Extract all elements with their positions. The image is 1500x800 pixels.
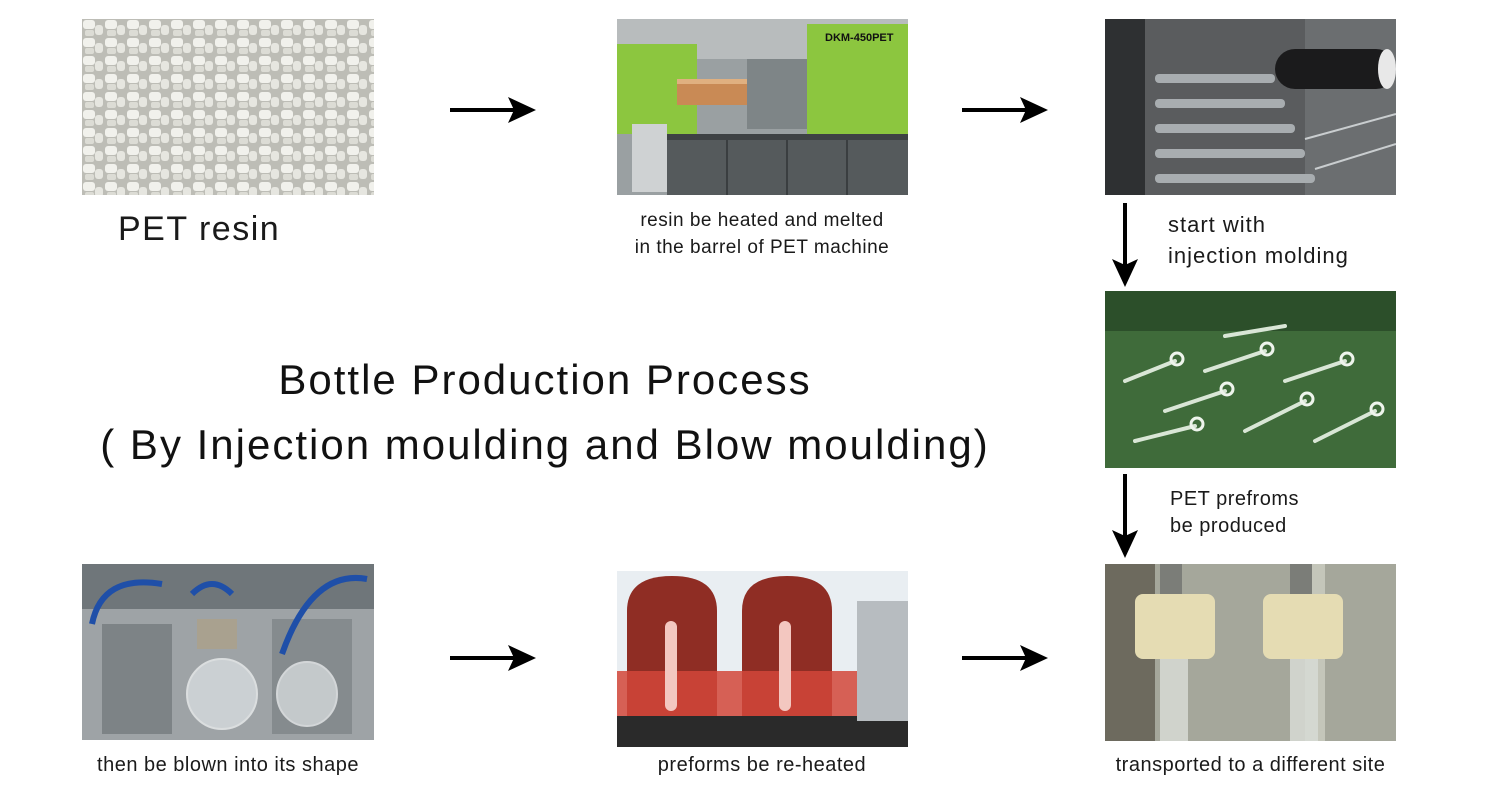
heating-caption-line1: resin be heated and melted (640, 210, 884, 231)
arrow-right-2 (962, 97, 1048, 123)
preforms-caption-line1: PET prefroms (1170, 488, 1299, 510)
injection-caption-line1: start with (1168, 212, 1267, 237)
process-title: Bottle Production Process (278, 356, 812, 403)
transport-caption: transported to a different site (1115, 754, 1386, 776)
injection-mold-photo (1105, 19, 1396, 195)
transport-photo (1105, 564, 1396, 741)
injection-caption-line2: injection molding (1168, 243, 1349, 268)
injection-caption: start with injection molding (1168, 209, 1349, 271)
arrow-down-2 (1112, 474, 1138, 558)
pet-machine-photo: DKM-450PET (617, 19, 908, 195)
blow-caption: then be blown into its shape (97, 754, 359, 776)
pet-resin-photo (82, 19, 374, 195)
pet-preforms-photo (1105, 291, 1396, 468)
machine-model-label: DKM-450PET (825, 32, 894, 44)
process-subtitle: ( By Injection moulding and Blow mouldin… (100, 421, 990, 468)
arrow-down-1 (1112, 203, 1138, 287)
pet-resin-caption: PET resin (118, 210, 281, 248)
reheat-photo (617, 571, 908, 747)
preforms-caption: PET prefroms be produced (1170, 486, 1299, 540)
heating-caption: resin be heated and melted in the barrel… (612, 207, 912, 261)
reheat-caption: preforms be re-heated (657, 754, 867, 776)
arrow-right-4 (450, 645, 536, 671)
heating-caption-line2: in the barrel of PET machine (634, 237, 890, 258)
arrow-right-1 (450, 97, 536, 123)
preforms-caption-line2: be produced (1170, 515, 1287, 537)
arrow-right-3 (962, 645, 1048, 671)
blow-molding-photo (82, 564, 374, 740)
